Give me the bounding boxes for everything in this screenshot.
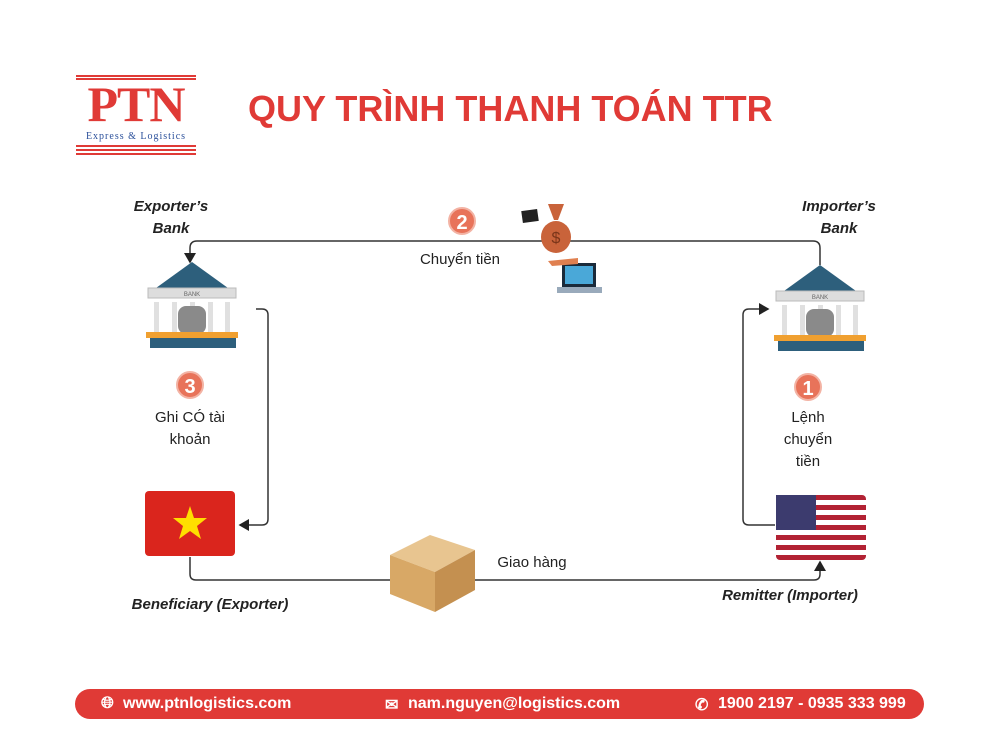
remitter-label: Remitter (Importer) [722, 587, 858, 604]
step-2-label: Chuyển tiền [419, 251, 501, 268]
money-bag-icon: $ [521, 204, 571, 253]
beneficiary-label: Beneficiary (Exporter) [131, 596, 289, 613]
shipping-label: Giao hàng [497, 554, 567, 571]
step-1-label: Lệnh chuyển tiền [783, 409, 833, 470]
arrow-order [742, 303, 775, 526]
ptn-logo: PTN Express & Logistics [76, 75, 196, 155]
step-3-badge: 3 [176, 371, 204, 399]
email-link[interactable]: nam.nguyen@logistics.com [408, 695, 621, 712]
exporter-bank-label: Exporter’s Bank [133, 198, 209, 237]
svg-text:$: $ [552, 230, 561, 247]
page-title: QUY TRÌNH THANH TOÁN TTR [248, 88, 773, 129]
step-3-label: Ghi CÓ tài khoản [154, 409, 226, 448]
step-2-badge: 2 [448, 207, 476, 235]
phone-icon: ✆ [695, 697, 709, 714]
arrow-credit [238, 308, 269, 531]
arrow-transfer [184, 240, 821, 265]
step-1-badge: 1 [794, 373, 822, 401]
phone-number[interactable]: 1900 2197 - 0935 333 999 [718, 695, 906, 712]
laptop-icon [548, 258, 602, 293]
website-link[interactable]: www.ptnlogistics.com [123, 695, 292, 712]
vietnam-flag-icon [145, 491, 235, 556]
package-box-icon [390, 535, 475, 612]
importer-bank-icon: BANK [774, 265, 866, 351]
exporter-bank-icon: BANK [146, 262, 238, 348]
mail-icon: ✉ [385, 697, 399, 714]
globe-icon: 🌐︎ [101, 695, 114, 712]
contact-footer: 🌐︎ www.ptnlogistics.com ✉ nam.nguyen@log… [75, 689, 924, 719]
arrow-shipping [189, 557, 826, 581]
svg-text:BANK: BANK [184, 292, 200, 298]
svg-text:BANK: BANK [812, 295, 828, 301]
usa-flag-icon [776, 495, 866, 560]
importer-bank-label: Importer’s Bank [802, 198, 876, 237]
